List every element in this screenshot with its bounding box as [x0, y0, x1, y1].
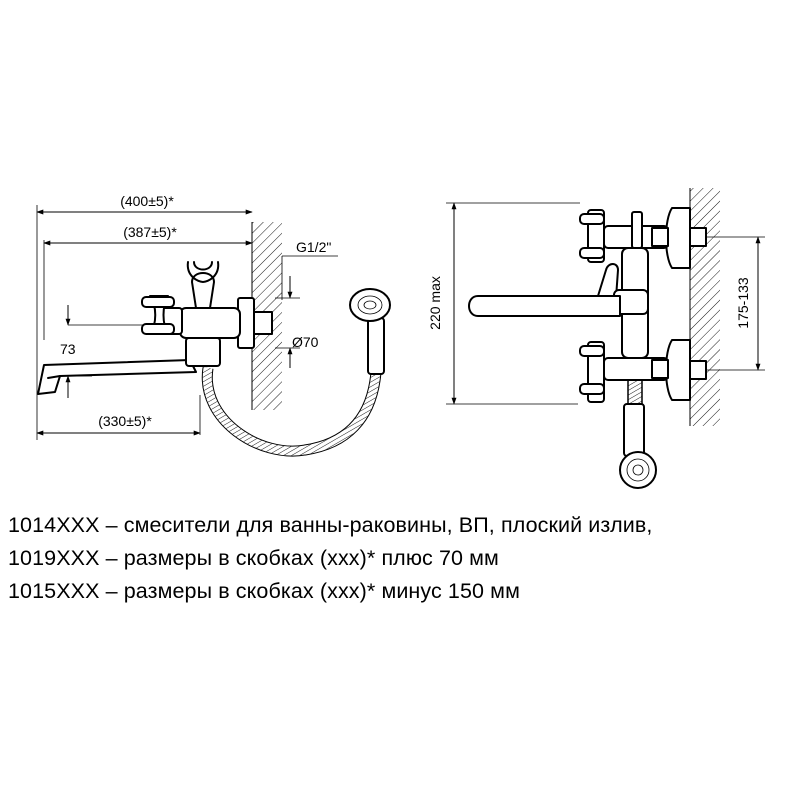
caption-line-3: 1015XXX – размеры в скобках (xxx)* минус…: [8, 579, 520, 603]
caption-line-1: 1014XXX – смесители для ванны-раковины, …: [8, 513, 653, 537]
dim-max-height: 220 max: [427, 276, 443, 330]
dim-height-73: 73: [60, 341, 76, 357]
technical-drawing: (400±5)* (387±5)* (330±5)* 73 G1/2" Ø70: [36, 188, 765, 489]
dim-overall-length: (400±5)*: [120, 193, 174, 209]
dim-thread-g12: G1/2": [296, 239, 331, 255]
caption-line-2: 1019XXX – размеры в скобках (xxx)* плюс …: [8, 546, 499, 570]
front-view: (400±5)* (387±5)* (330±5)* 73 G1/2" Ø70: [36, 193, 391, 457]
wall-hatching-side: [690, 188, 720, 426]
dim-inner-length: (387±5)*: [123, 224, 177, 240]
side-view: 220 max 175-133: [427, 188, 765, 489]
dim-spout-length: (330±5)*: [98, 413, 152, 429]
dim-centers: 175-133: [735, 277, 751, 329]
dim-diameter-70: Ø70: [292, 334, 319, 350]
